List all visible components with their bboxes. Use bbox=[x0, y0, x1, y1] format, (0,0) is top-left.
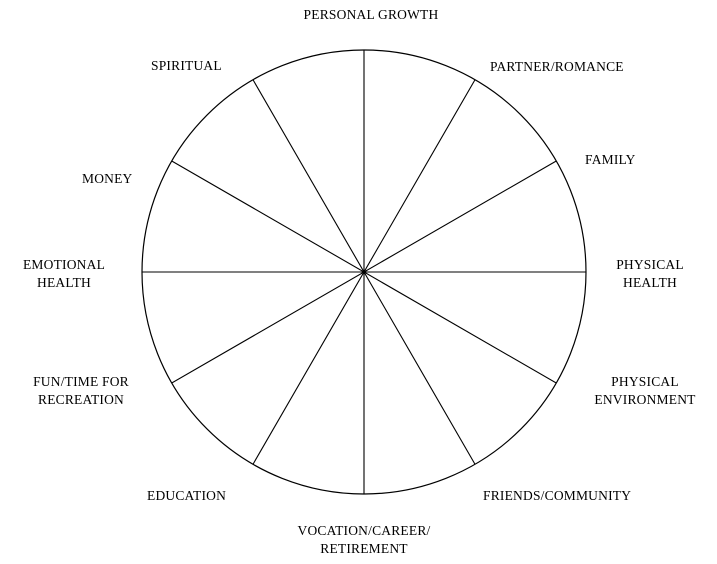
label-education: EDUCATION bbox=[147, 488, 227, 503]
label-personal-growth: PERSONAL GROWTH bbox=[303, 7, 439, 22]
label-money: MONEY bbox=[82, 171, 133, 186]
label-physical-environment: PHYSICAL ENVIRONMENT bbox=[594, 374, 696, 407]
label-spiritual: SPIRITUAL bbox=[151, 58, 222, 73]
wheel-spokes bbox=[142, 50, 586, 494]
label-family: FAMILY bbox=[585, 152, 636, 167]
label-fun-time-for-recreation: FUN/TIME FOR RECREATION bbox=[33, 374, 129, 407]
label-physical-health: PHYSICAL HEALTH bbox=[616, 257, 684, 290]
label-emotional-health: EMOTIONAL HEALTH bbox=[22, 257, 106, 290]
label-friends-community: FRIENDS/COMMUNITY bbox=[483, 488, 632, 503]
label-vocation-career-retirement: VOCATION/CAREER/ RETIREMENT bbox=[297, 523, 431, 556]
label-partner-romance: PARTNER/ROMANCE bbox=[490, 59, 624, 74]
wheel-spoke bbox=[252, 79, 476, 465]
